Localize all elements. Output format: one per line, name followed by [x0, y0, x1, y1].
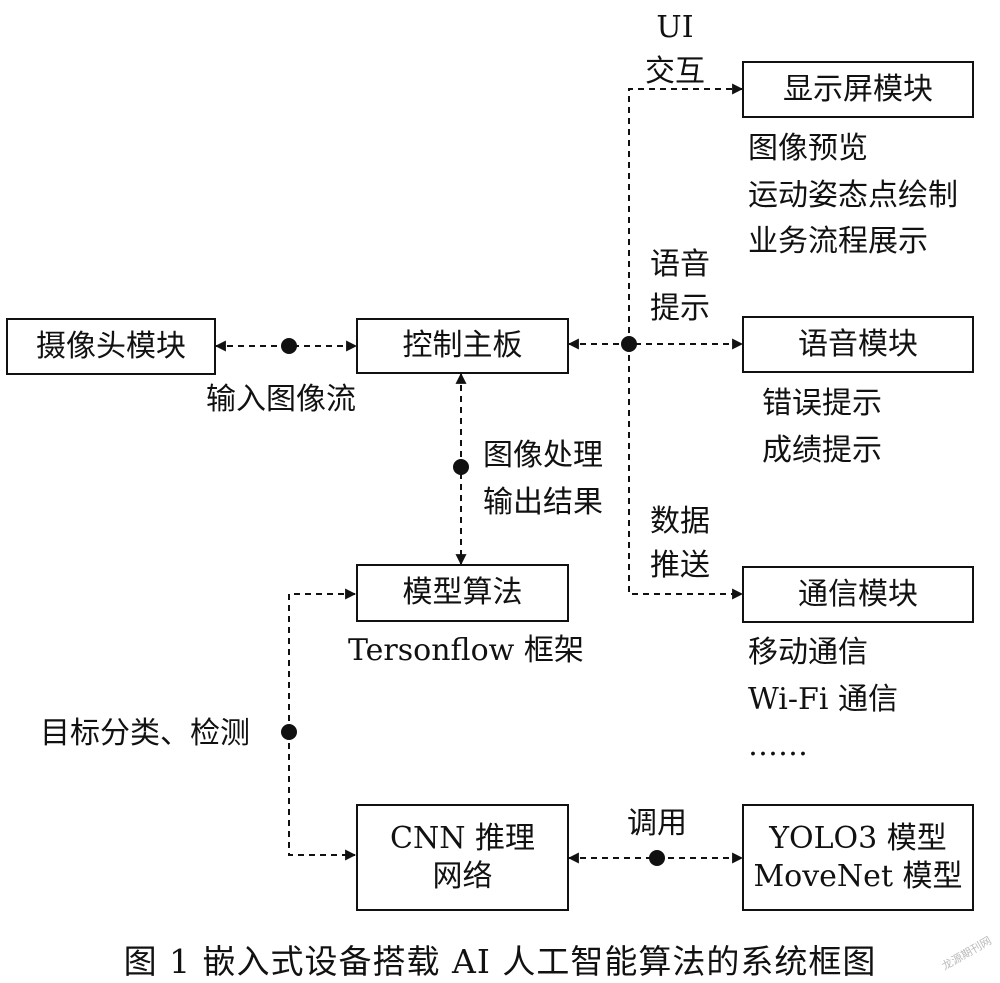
junction-dot-invoke — [649, 850, 665, 866]
junction-dot-camera — [281, 338, 297, 354]
display-module-box: 显示屏模块 — [742, 61, 974, 118]
comm-module-box: 通信模块 — [742, 566, 974, 623]
display-details: 图像预览 运动姿态点绘制 业务流程展示 — [748, 131, 958, 259]
voice-details: 错误提示 成绩提示 — [762, 386, 882, 468]
cnn-label: CNN 推理 网络 — [390, 821, 535, 894]
display-module-label: 显示屏模块 — [783, 71, 933, 107]
junction-dot-left — [281, 724, 297, 740]
yolo-movenet-box: YOLO3 模型 MoveNet 模型 — [742, 804, 974, 911]
figure-caption: 图 1 嵌入式设备搭载 AI 人工智能算法的系统框图 — [123, 942, 877, 981]
data-push-label: 数据 推送 — [650, 504, 710, 583]
left-trunk-upper — [288, 588, 357, 732]
comm-module-label: 通信模块 — [798, 576, 918, 612]
image-processing-label: 图像处理 输出结果 — [483, 438, 603, 520]
mainboard-box: 控制主板 — [356, 318, 569, 374]
junction-dot-vertical — [453, 459, 469, 475]
ui-interaction-label: UI 交互 — [645, 10, 705, 89]
mainboard-label: 控制主板 — [402, 328, 523, 364]
cnn-box: CNN 推理 网络 — [356, 804, 569, 911]
invoke-label: 调用 — [627, 806, 687, 841]
left-trunk-lower — [288, 732, 357, 861]
voice-prompt-label: 语音 提示 — [650, 247, 710, 326]
comm-details: 移动通信 Wi-Fi 通信 …… — [748, 635, 898, 763]
classify-detect-label: 目标分类、检测 — [40, 716, 250, 751]
framework-label: Tersonflow 框架 — [348, 633, 584, 668]
input-stream-label: 输入图像流 — [206, 382, 356, 417]
right-trunk-upper — [628, 83, 744, 344]
camera-module-box: 摄像头模块 — [6, 318, 216, 375]
camera-module-label: 摄像头模块 — [36, 328, 186, 364]
model-algorithm-label: 模型算法 — [402, 575, 523, 611]
model-algorithm-box: 模型算法 — [356, 564, 569, 622]
yolo-movenet-label: YOLO3 模型 MoveNet 模型 — [753, 821, 963, 894]
voice-module-box: 语音模块 — [742, 316, 974, 373]
voice-module-label: 语音模块 — [798, 326, 918, 362]
junction-dot-right — [621, 336, 637, 352]
